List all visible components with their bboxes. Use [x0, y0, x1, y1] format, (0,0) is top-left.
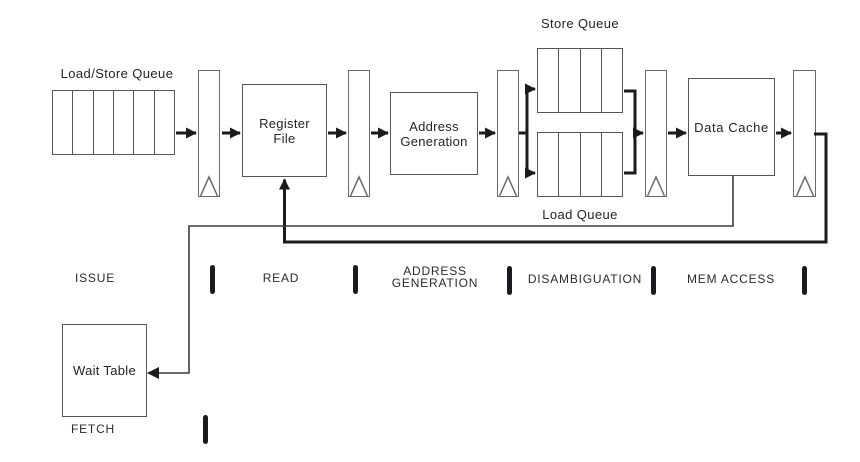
pipeline-latch-1: [198, 70, 220, 197]
queue-cell: [602, 133, 622, 196]
queue-cell: [538, 49, 560, 112]
load-queue: [537, 132, 623, 197]
data-cache-box: Data Cache: [688, 78, 775, 176]
load-store-queue-label: Load/Store Queue: [60, 66, 174, 81]
queue-cell: [559, 133, 581, 196]
store-queue: [537, 48, 623, 113]
stage-separator-tick: [802, 266, 807, 295]
queue-cell: [155, 91, 174, 154]
load-queue-label: Load Queue: [542, 207, 618, 222]
address-generation-box: Address Generation: [390, 92, 478, 175]
stage-label-disambiguation: DISAMBIGUATION: [527, 272, 643, 286]
pipeline-latch-4: [645, 70, 667, 197]
stage-label-read: READ: [262, 271, 300, 285]
queue-cell: [538, 133, 560, 196]
queue-cell: [134, 91, 155, 154]
stage-separator-tick: [210, 265, 215, 294]
queue-cell: [581, 133, 602, 196]
stage-label-mem-access: MEM ACCESS: [686, 272, 775, 286]
stage-label-fetch: FETCH: [71, 422, 115, 436]
stage-separator-tick: [507, 266, 512, 295]
pipeline-latch-5: [793, 70, 816, 197]
load-store-queue: [52, 90, 175, 155]
clock-triangle-icon: [498, 175, 518, 197]
stage-label-address-generation: ADDRESS GENERATION: [391, 264, 479, 290]
store-queue-label: Store Queue: [540, 16, 620, 31]
queue-cell: [114, 91, 135, 154]
queue-cell: [53, 91, 74, 154]
pipeline-latch-2: [348, 70, 370, 197]
wait-table-box: Wait Table: [62, 324, 147, 417]
stage-label-issue: ISSUE: [74, 271, 115, 285]
queue-cell: [559, 49, 581, 112]
queue-cell: [581, 49, 602, 112]
clock-triangle-icon: [199, 175, 219, 197]
queue-cell: [73, 91, 94, 154]
clock-triangle-icon: [795, 175, 814, 197]
clock-triangle-icon: [349, 175, 369, 197]
clock-triangle-icon: [646, 175, 666, 197]
stage-separator-tick: [203, 415, 208, 444]
pipeline-latch-3: [497, 70, 519, 197]
register-file-box: Register File: [242, 84, 327, 177]
stage-separator-tick: [651, 266, 656, 295]
stage-separator-tick: [353, 265, 358, 294]
queue-cell: [602, 49, 622, 112]
queue-cell: [94, 91, 114, 154]
